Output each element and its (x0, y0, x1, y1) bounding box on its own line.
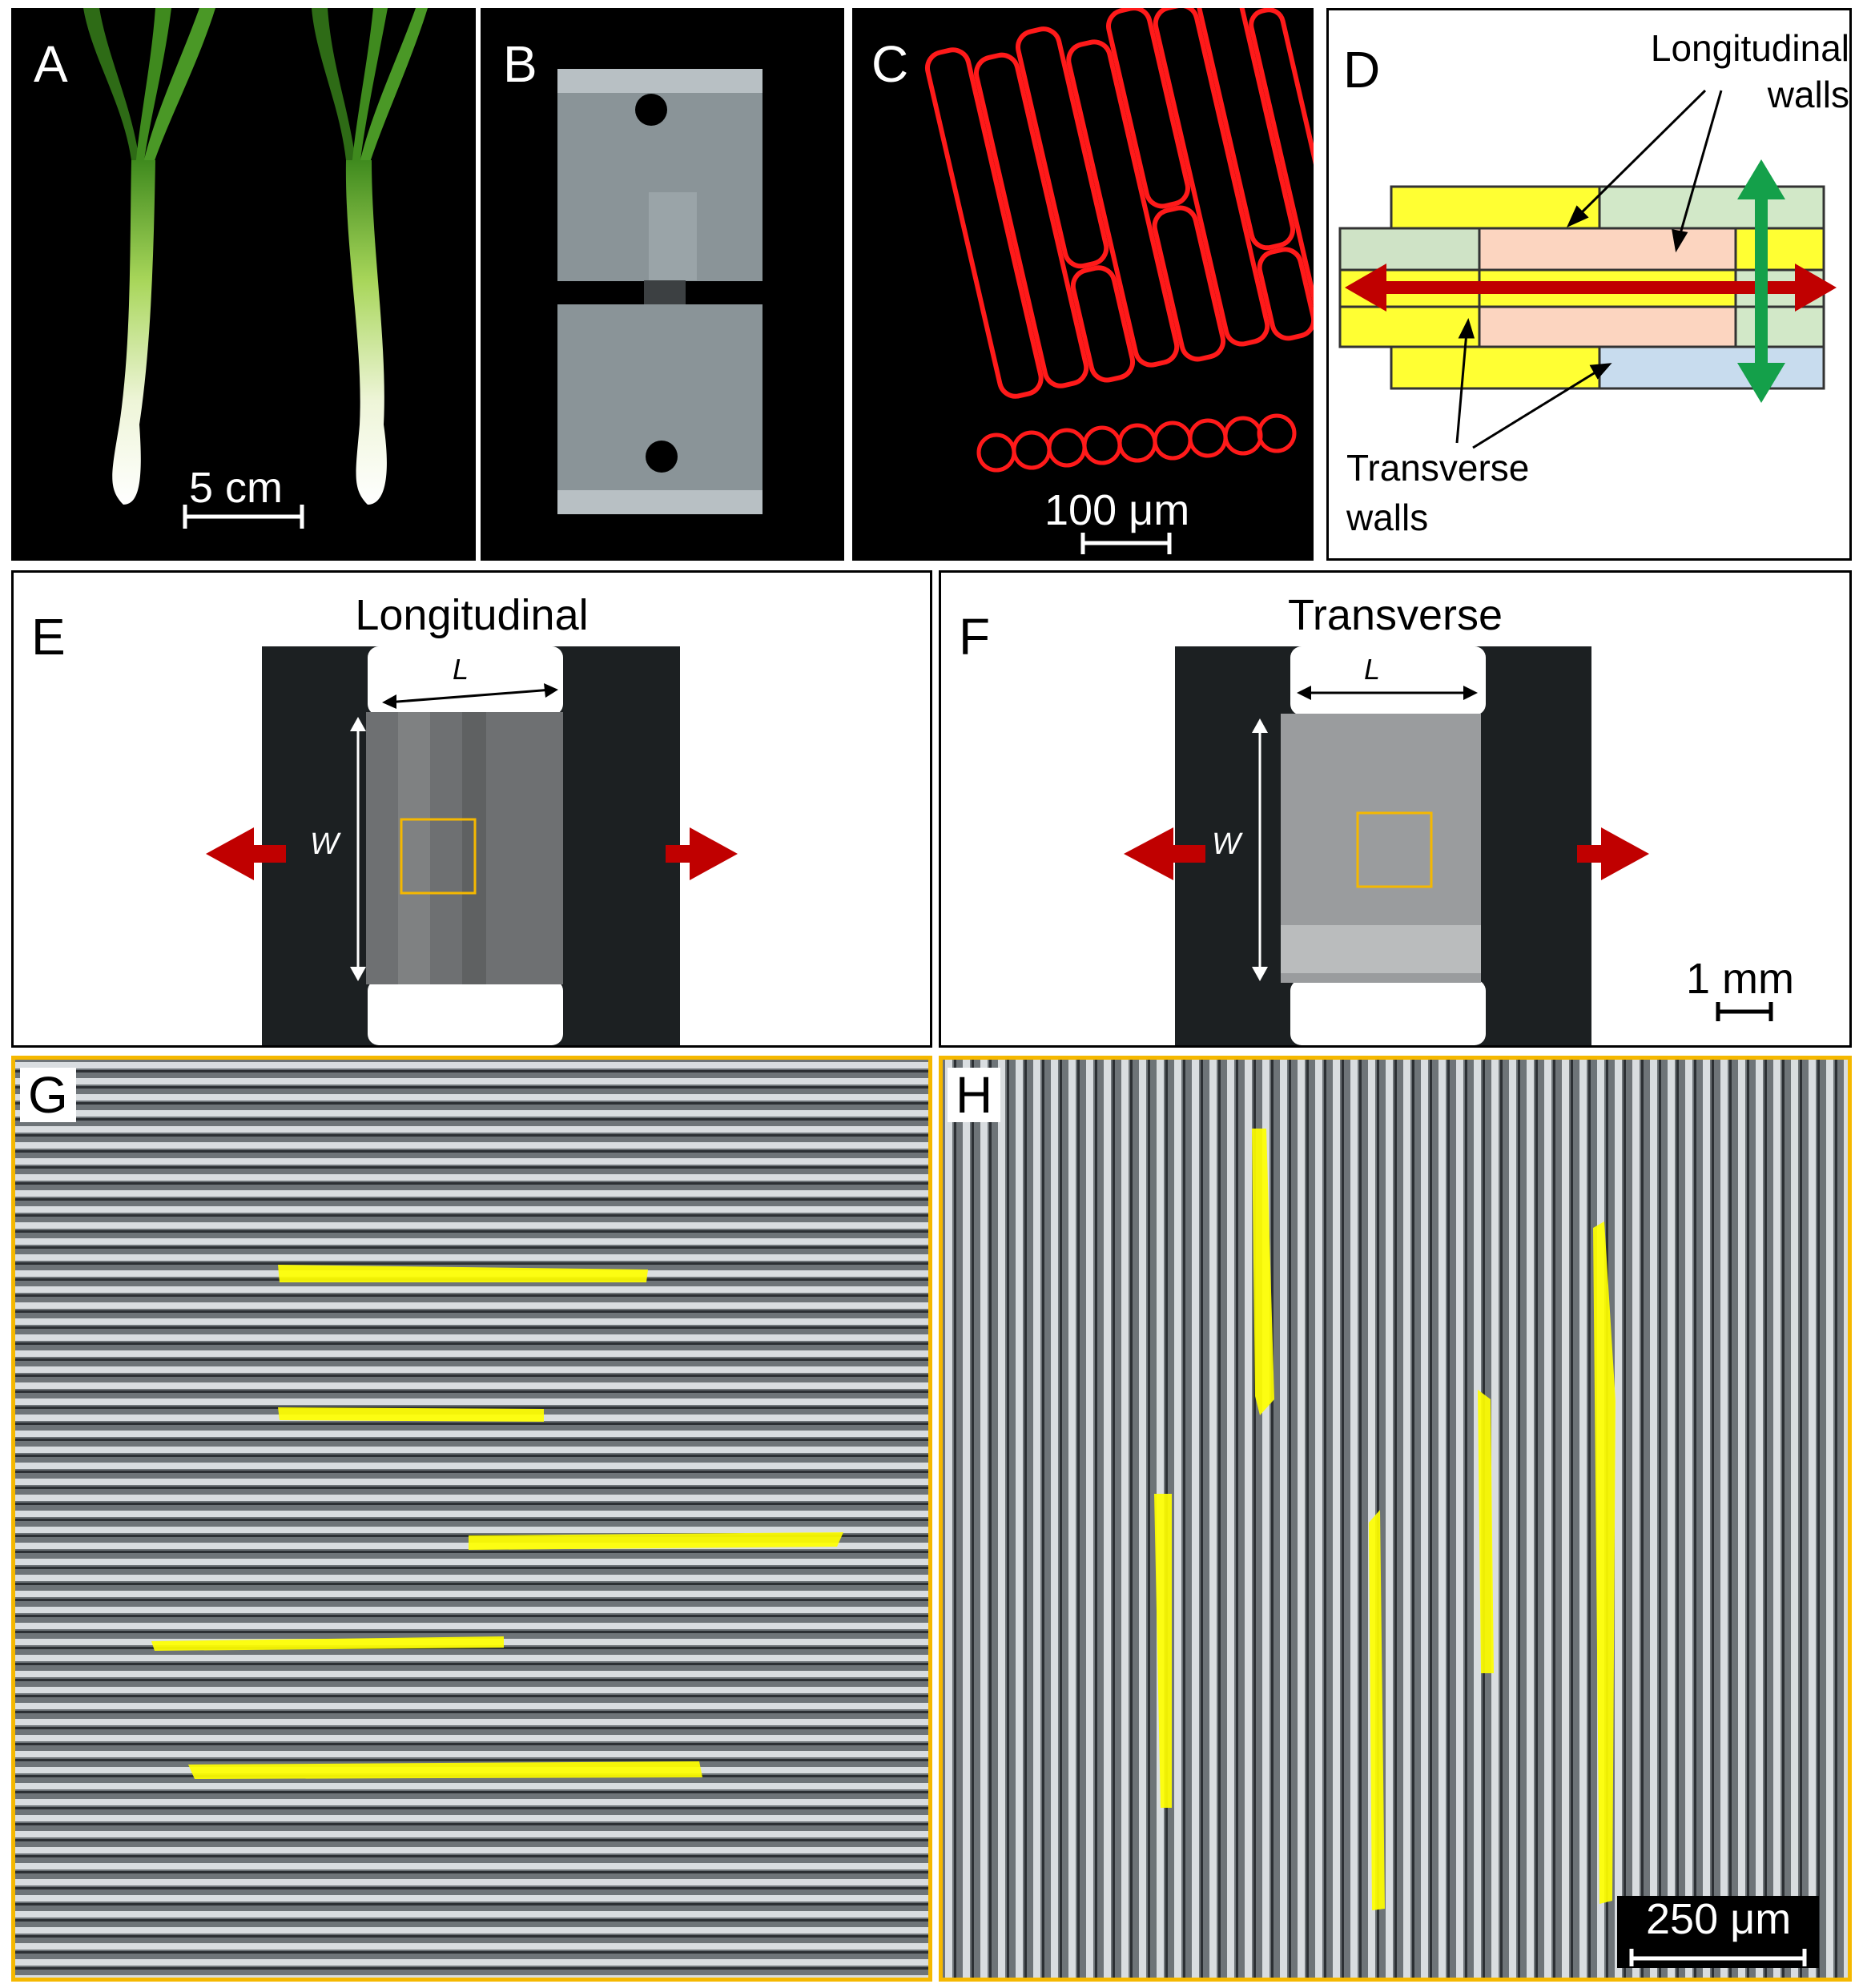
label-l: L (1364, 653, 1381, 686)
scale-label-h: 250 μm (1646, 1895, 1792, 1943)
cross-section-cells (976, 413, 1297, 473)
highlighted-cells (1154, 1129, 1616, 1910)
longitudinal-sample-photo (206, 646, 738, 1045)
longitudinal-cells-micrograph (15, 1060, 928, 1978)
scale-label-c: 100 μm (1044, 486, 1190, 534)
roi-box (400, 818, 477, 895)
panel-e: Longitudinal E L W (11, 570, 932, 1048)
sample-mount-photo (557, 69, 763, 514)
label-l: L (453, 653, 469, 686)
transverse-cells-micrograph (943, 1060, 1848, 1978)
scale-label-a: 5 cm (189, 464, 284, 512)
label-longitudinal-walls: Longitudinal walls (1650, 27, 1849, 115)
cell-wall-diagram (1338, 89, 1837, 449)
panel-f-title: Transverse (1287, 591, 1503, 639)
label-w: W (1212, 827, 1241, 861)
panel-letter-f: F (959, 608, 991, 666)
panel-d: D Longitudinal walls Transverse walls (1326, 8, 1852, 561)
panel-c: C 100 μm (852, 8, 1314, 561)
panel-f: Transverse F L W 1 mm (939, 570, 1852, 1048)
scallion-photo (83, 8, 428, 529)
panel-h: H 250 μm (939, 1056, 1852, 1982)
panel-letter-a: A (34, 35, 68, 93)
panel-letter-e: E (31, 608, 66, 666)
panel-letter-d: D (1343, 41, 1381, 99)
label-transverse-walls: Transverse walls (1346, 447, 1530, 538)
highlighted-cells (151, 1265, 843, 1779)
panel-g: G (11, 1056, 932, 1982)
transverse-sample-photo (1124, 646, 1773, 1045)
panel-letter-b: B (503, 35, 537, 93)
roi-box (1356, 811, 1433, 888)
panel-letter-g: G (20, 1068, 76, 1122)
panel-a: A 5 cm (11, 8, 476, 561)
panel-letter-h: H (948, 1068, 1001, 1122)
scale-label-f: 1 mm (1686, 955, 1794, 1003)
confocal-image (924, 8, 1314, 554)
panel-b: B (481, 8, 844, 561)
panel-e-title: Longitudinal (355, 591, 589, 639)
panel-letter-c: C (871, 35, 909, 93)
scale-bar-box (1617, 1896, 1819, 1968)
label-w: W (310, 827, 339, 861)
